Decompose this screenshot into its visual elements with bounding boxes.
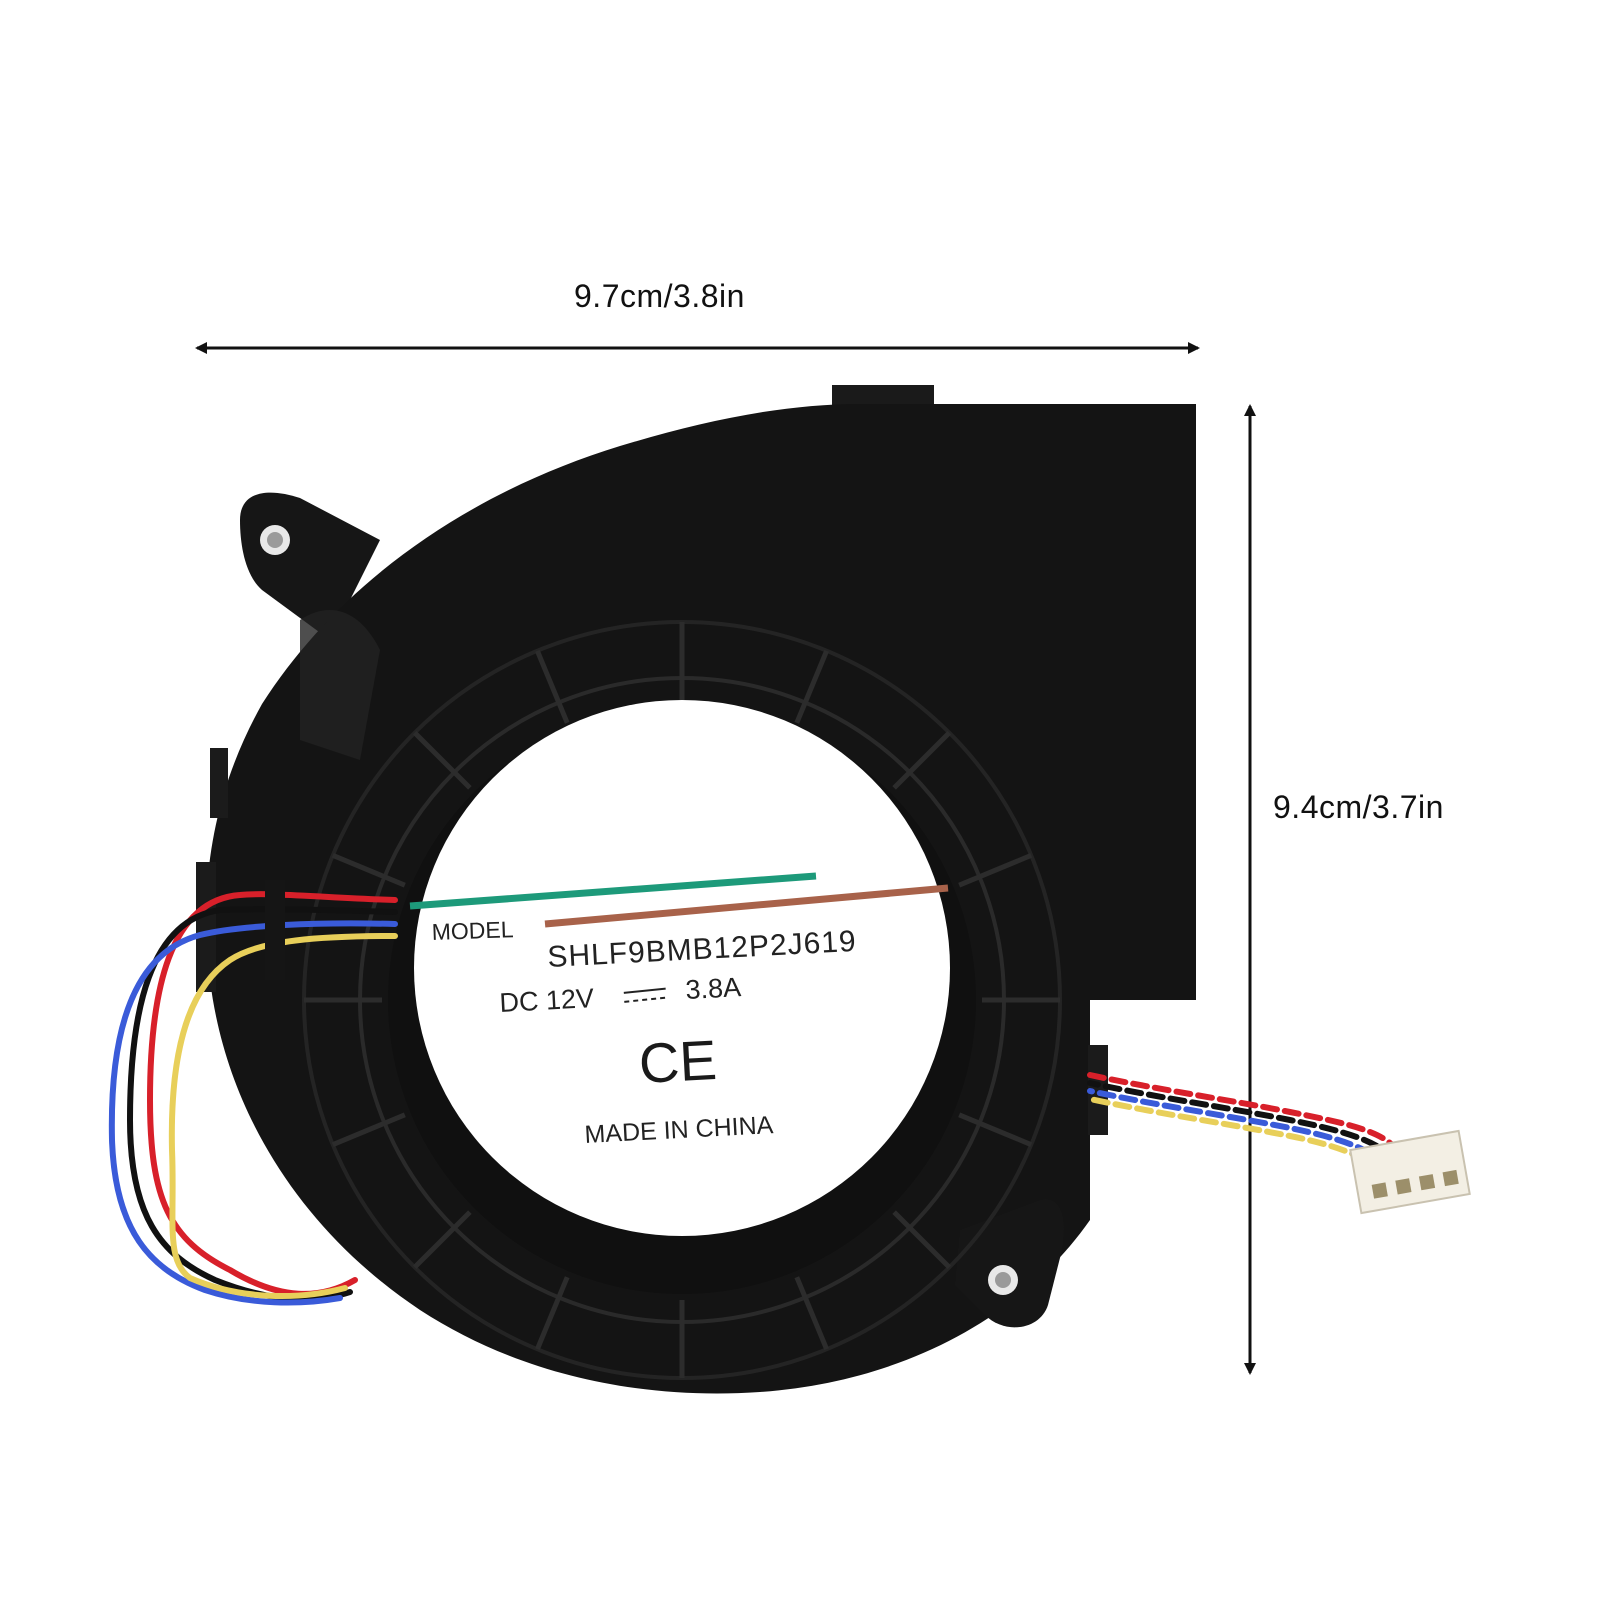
ce-mark: CE <box>637 1028 718 1095</box>
grille-spoke <box>892 730 952 790</box>
grille-spoke <box>412 730 472 790</box>
label-brown-stripe <box>544 884 949 928</box>
fan-label: MODEL SHLF9BMB12P2J619 DC 12V 3.8A CE MA… <box>409 700 950 1236</box>
power-rating-current: 3.8A <box>685 972 742 1005</box>
dc-symbol-icon <box>623 987 667 1003</box>
grille-spoke <box>794 1276 829 1351</box>
grille-spoke <box>535 649 570 724</box>
width-dimension-label: 9.7cm/3.8in <box>574 278 745 314</box>
grille-spoke <box>892 1210 952 1270</box>
wire-bundle-left <box>108 880 398 1306</box>
grille-spoke <box>958 853 1033 888</box>
grille-spoke <box>412 1210 472 1270</box>
grille-spoke <box>958 1112 1033 1147</box>
grille-spoke <box>794 649 829 724</box>
grille-spoke <box>331 853 406 888</box>
grille-spoke <box>331 1112 406 1147</box>
power-rating-voltage: DC 12V <box>499 983 595 1018</box>
mounting-lug-top-left <box>240 492 380 640</box>
label-green-stripe <box>409 872 817 910</box>
height-dimension-label: 9.4cm/3.7in <box>1273 789 1444 825</box>
wire-bundle-right <box>1087 1072 1398 1175</box>
4-pin-connector <box>1349 1129 1471 1215</box>
model-caption: MODEL <box>431 916 514 945</box>
grille-spoke <box>535 1276 570 1351</box>
